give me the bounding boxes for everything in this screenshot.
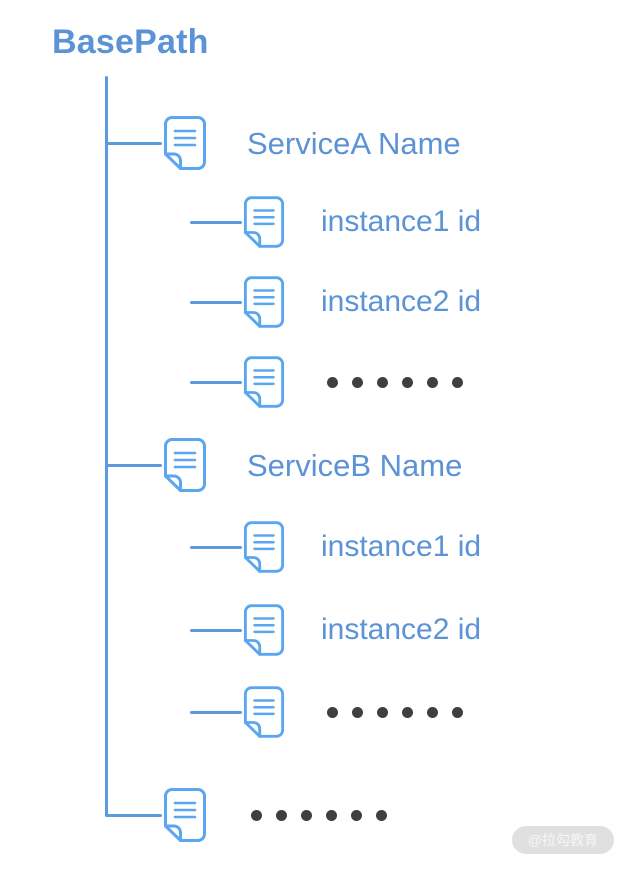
- tree-node-label: ServiceB Name: [247, 447, 463, 483]
- ellipsis-dot: [427, 706, 438, 718]
- tree-node-row[interactable]: [243, 350, 463, 414]
- ellipsis-dot: [452, 706, 463, 718]
- ellipsis-dot: [276, 809, 287, 821]
- tree-connector-level-2: [190, 546, 242, 549]
- tree-connector-level-2: [190, 301, 242, 304]
- ellipsis-dot: [452, 376, 463, 388]
- ellipsis-dot: [427, 376, 438, 388]
- tree-node-label: instance2 id: [321, 613, 482, 646]
- ellipsis-dot: [327, 376, 338, 388]
- tree-connector-level-1: [105, 464, 162, 467]
- document-icon: [243, 685, 285, 739]
- tree-node-label: instance1 id: [321, 530, 482, 563]
- tree-trunk-line: [105, 76, 108, 816]
- root-node-label: BasePath: [52, 23, 209, 61]
- tree-node-row[interactable]: instance1 id: [243, 190, 481, 254]
- tree-node-row[interactable]: instance2 id: [243, 598, 481, 662]
- tree-connector-level-2: [190, 629, 242, 632]
- ellipsis-dot: [301, 809, 312, 821]
- document-icon: [163, 115, 207, 171]
- tree-node-row[interactable]: [163, 783, 387, 847]
- ellipsis-dot: [327, 706, 338, 718]
- tree-connector-level-2: [190, 711, 242, 714]
- document-icon: [163, 787, 207, 843]
- tree-node-row[interactable]: [243, 680, 463, 744]
- tree-node-row[interactable]: instance2 id: [243, 270, 481, 334]
- watermark-badge: @拉勾教育: [511, 826, 614, 854]
- ellipsis-dot: [351, 809, 362, 821]
- tree-connector-level-1: [105, 142, 162, 145]
- tree-node-row[interactable]: ServiceA Name: [163, 111, 461, 175]
- ellipsis-dot: [376, 809, 387, 821]
- document-icon: [243, 195, 285, 249]
- tree-node-label: ServiceA Name: [247, 125, 461, 161]
- tree-connector-level-2: [190, 381, 242, 384]
- ellipsis-dot: [402, 376, 413, 388]
- tree-node-row[interactable]: instance1 id: [243, 515, 481, 579]
- ellipsis-dots: [251, 809, 387, 821]
- tree-node-label: instance1 id: [321, 205, 482, 238]
- ellipsis-dot: [377, 376, 388, 388]
- tree-node-label: instance2 id: [321, 285, 482, 318]
- tree-connector-level-1: [105, 814, 162, 817]
- ellipsis-dots: [327, 376, 463, 388]
- ellipsis-dot: [377, 706, 388, 718]
- document-icon: [243, 275, 285, 329]
- document-icon: [163, 437, 207, 493]
- ellipsis-dot: [402, 706, 413, 718]
- ellipsis-dot: [352, 706, 363, 718]
- ellipsis-dot: [251, 809, 262, 821]
- document-icon: [243, 355, 285, 409]
- tree-node-row[interactable]: ServiceB Name: [163, 433, 462, 497]
- tree-connector-level-2: [190, 221, 242, 224]
- document-icon: [243, 520, 285, 574]
- ellipsis-dots: [327, 706, 463, 718]
- ellipsis-dot: [326, 809, 337, 821]
- document-icon: [243, 603, 285, 657]
- ellipsis-dot: [352, 376, 363, 388]
